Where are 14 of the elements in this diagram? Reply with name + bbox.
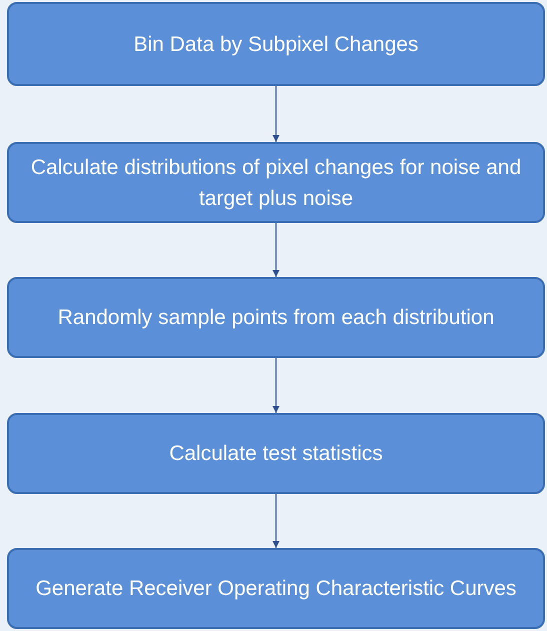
step-label: Randomly sample points from each distribution xyxy=(58,305,494,331)
arrow xyxy=(272,358,280,413)
process-box xyxy=(7,142,545,223)
process-box xyxy=(7,2,545,86)
step-label: Generate Receiver Operating Characteristic Curves xyxy=(36,576,516,602)
process-box xyxy=(7,277,545,358)
arrow xyxy=(272,223,280,277)
step-label: Calculate test statistics xyxy=(169,441,383,467)
process-box xyxy=(7,548,545,629)
arrow xyxy=(272,86,280,142)
arrow xyxy=(272,494,280,548)
step-label: Calculate distributions of pixel changes for noise and target plus noise xyxy=(30,154,522,212)
step-label: Bin Data by Subpixel Changes xyxy=(134,32,418,58)
process-box xyxy=(7,413,545,494)
